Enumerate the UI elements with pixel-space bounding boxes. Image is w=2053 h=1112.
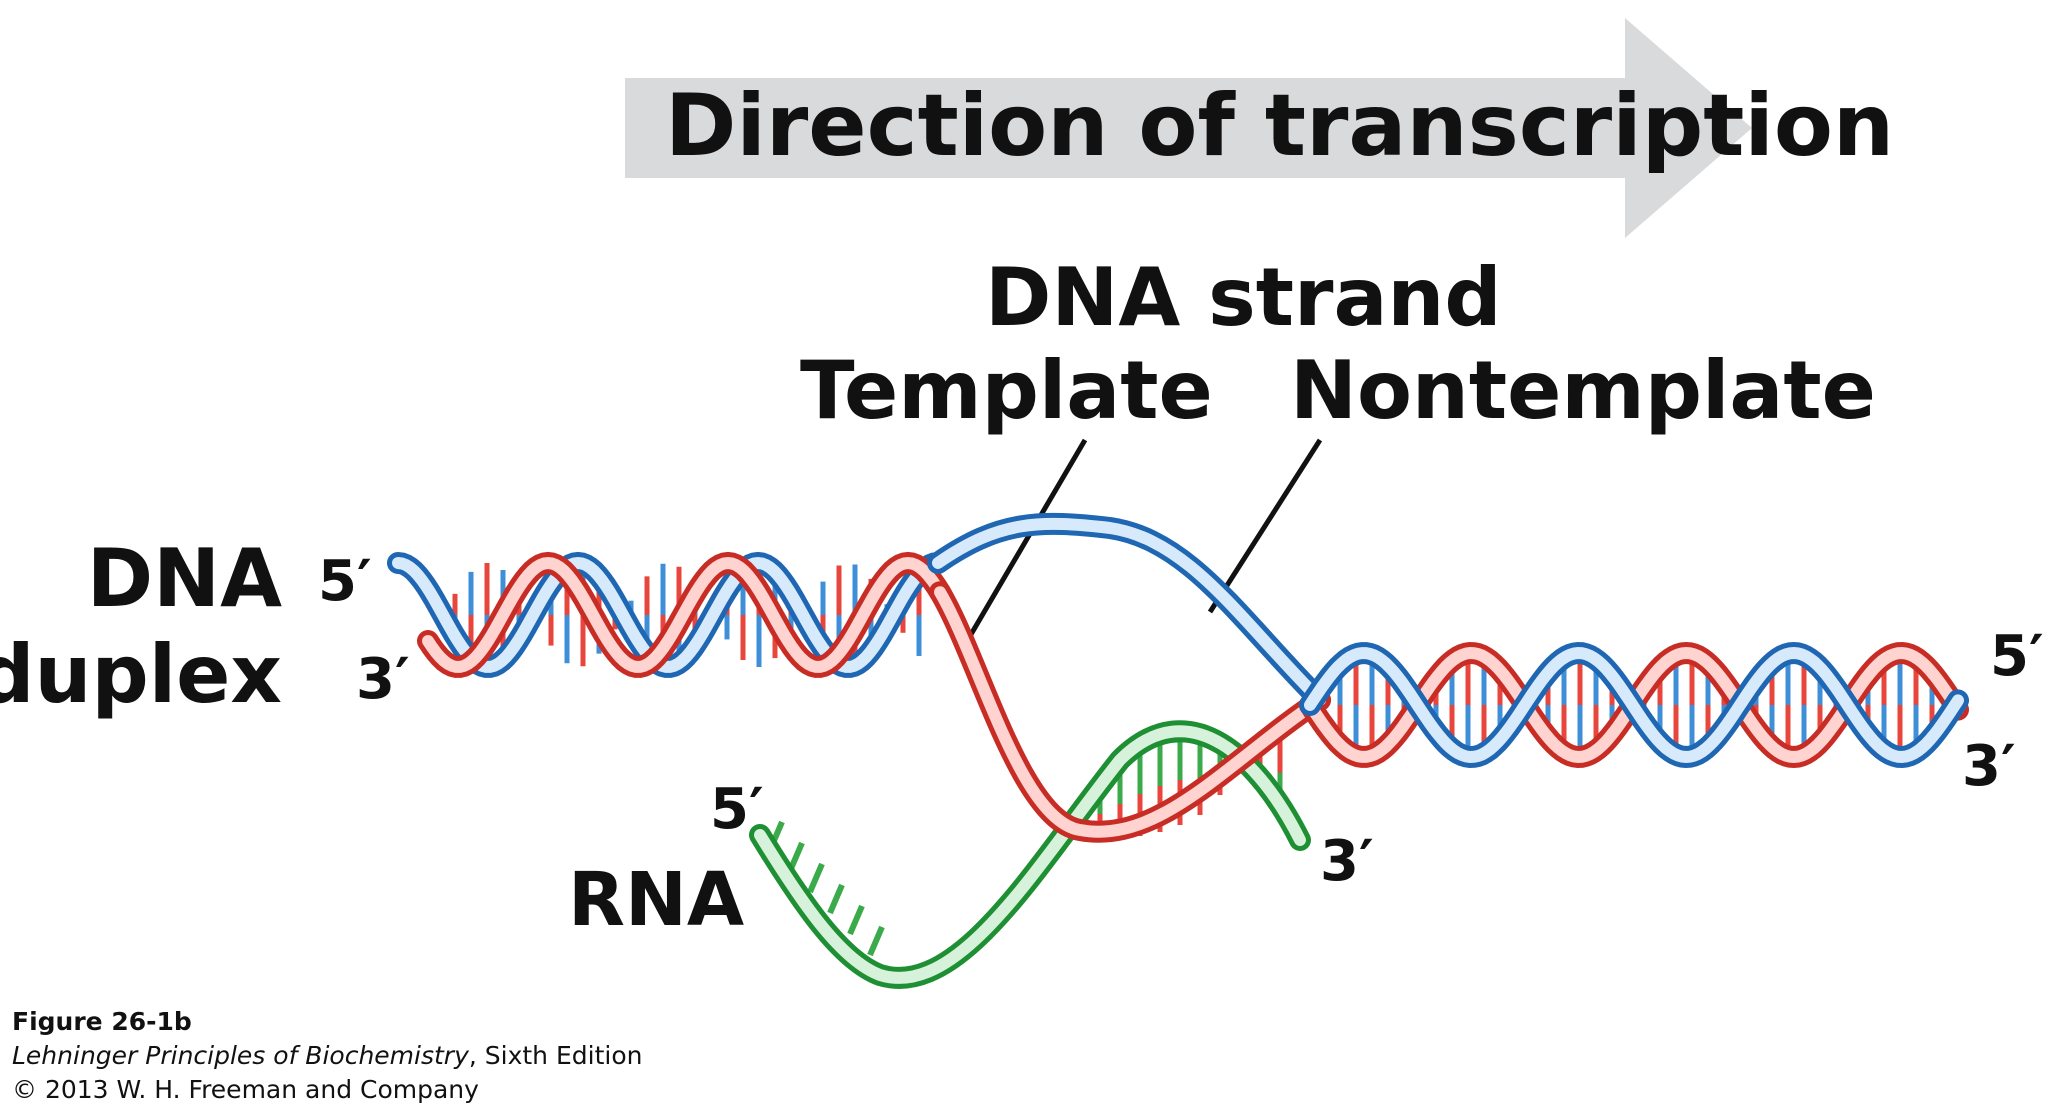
rna-free-base-3 xyxy=(807,862,825,894)
nontemplate-strand-bubble xyxy=(927,512,1331,711)
book-edition: , Sixth Edition xyxy=(468,1041,643,1070)
copyright-notice: © 2013 W. H. Freeman and Company xyxy=(12,1075,479,1104)
nontemplate-strand-right-helix-highlight xyxy=(1304,646,1964,764)
rna-free-base-6 xyxy=(867,925,885,957)
template-strand-left-helix-highlight xyxy=(422,556,946,673)
rna-free-base-5 xyxy=(847,904,865,936)
nontemplate-pointer-line xyxy=(1207,438,1323,614)
banner-title: Direction of transcription xyxy=(665,76,1894,176)
template-pointer-line xyxy=(960,438,1088,650)
rna-strand-highlight xyxy=(754,725,1306,984)
nontemplate-strand-left-helix-highlight xyxy=(392,556,944,673)
transcription-direction-arrow xyxy=(625,18,1752,238)
rna-free-base-4 xyxy=(827,883,845,915)
rna-5prime-label: 5′ xyxy=(710,777,764,842)
template-label: Template xyxy=(800,344,1213,437)
nontemplate-label: Nontemplate xyxy=(1290,344,1876,437)
dna-left-5prime-label: 5′ xyxy=(318,549,372,614)
figure-number: Figure 26-1b xyxy=(12,1007,192,1036)
nontemplate-strand-bubble-highlight xyxy=(932,517,1326,706)
template-strand-bubble-highlight xyxy=(934,586,1326,838)
book-reference: Lehninger Principles of Biochemistry, Si… xyxy=(12,1039,642,1073)
figure-caption: Figure 26-1b Lehninger Principles of Bio… xyxy=(12,1005,642,1107)
dna-duplex-label-line2: duplex xyxy=(0,628,282,721)
dna-strand-header: DNA strand xyxy=(985,251,1502,344)
book-title: Lehninger Principles of Biochemistry xyxy=(12,1041,469,1070)
dna-right-5prime-label: 5′ xyxy=(1990,624,2044,689)
rna-3prime-label: 3′ xyxy=(1320,829,1374,894)
rna-label: RNA xyxy=(568,857,744,943)
dna-left-3prime-label: 3′ xyxy=(356,647,410,712)
dna-duplex-label-line1: DNA xyxy=(87,532,282,625)
dna-right-3prime-label: 3′ xyxy=(1962,734,2016,799)
